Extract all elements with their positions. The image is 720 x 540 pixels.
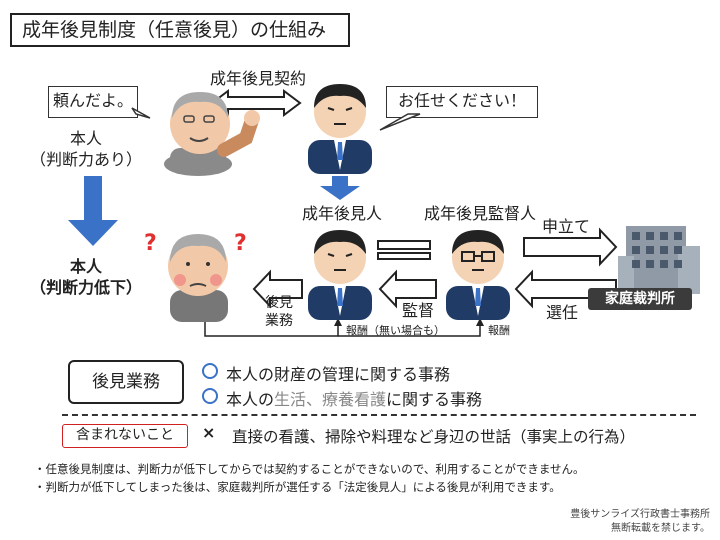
speech-guardian-text: お任せください！ <box>397 91 526 110</box>
principal-declined-line1: 本人 <box>69 257 102 276</box>
principal-declined-icon: ? ? <box>144 231 247 322</box>
duty-item-1: 本人の財産の管理に関する事務 <box>226 361 450 385</box>
court-building-icon <box>618 226 700 294</box>
duty-item-2: 本人の生活、療養看護に関する事務 <box>226 386 482 410</box>
work-label: 後見 業務 <box>254 294 304 330</box>
duty-circle-1 <box>202 363 218 379</box>
supervisor-label: 成年後見監督人 <box>423 204 536 223</box>
duties-box-label: 後見業務 <box>92 372 160 392</box>
fee-line-guardian <box>204 322 339 337</box>
court-sign-text: 家庭裁判所 <box>605 291 675 307</box>
excluded-item: 直接の看護、掃除や料理など身辺の世話（事実上の行為） <box>232 428 636 446</box>
credit: 豊後サンライズ行政書士事務所 無断転載を禁じます。 <box>570 508 710 536</box>
note-1: ・任意後見制度は、判断力が低下してからでは契約することができないので、利用するこ… <box>34 462 585 476</box>
duty-item-2-highlight: 生活、療養看護 <box>274 390 387 409</box>
contract-double-arrow <box>210 89 302 117</box>
petition-arrow <box>523 227 618 267</box>
section-divider <box>62 414 696 416</box>
duties-box: 後見業務 <box>68 360 184 404</box>
principal-elderly-icon <box>164 92 260 176</box>
duty-item-1-text: 本人の財産の管理に関する事務 <box>226 365 451 384</box>
principal-declined-label: 本人 （判断力低下） <box>28 256 144 298</box>
work-label-line2: 業務 <box>265 313 293 329</box>
principal-declined-line2: （判断力低下） <box>29 278 142 297</box>
speech-principal-text: 頼んだよ。 <box>52 91 133 110</box>
supervision-label: 監督 <box>401 301 434 320</box>
speech-bubble-principal: 頼んだよ。 <box>48 86 138 118</box>
credit-line-2: 無断転載を禁じます。 <box>611 523 710 534</box>
appoint-label: 選任 <box>545 303 578 322</box>
credit-line-1: 豊後サンライズ行政書士事務所 <box>570 509 710 520</box>
fee-arrow-head-supervisor <box>476 318 484 326</box>
excluded-box-label: 含まれないこと <box>76 427 174 443</box>
decline-arrow-icon <box>68 176 118 246</box>
petition-label: 申立て <box>541 217 590 236</box>
guardian-top-icon <box>308 84 372 174</box>
supervisor-icon <box>446 230 510 320</box>
guardian-label: 成年後見人 <box>301 204 382 223</box>
note-2: ・判断力が低下してしまった後は、家庭裁判所が選任する「法定後見人」による後見が利… <box>34 480 561 494</box>
fee-line-supervisor <box>338 324 481 337</box>
principal-label: 本人 （判断力あり） <box>28 128 144 170</box>
guardian-middle-icon <box>308 230 372 320</box>
fee-supervisor-label: 報酬 <box>488 324 510 337</box>
duty-circle-2 <box>202 388 218 404</box>
principal-label-line1: 本人 <box>69 129 102 148</box>
contract-label: 成年後見契約 <box>209 69 306 88</box>
guardian-arrow-icon <box>320 176 360 200</box>
fee-guardian-label: 報酬（無い場合も） <box>346 324 445 337</box>
link-bar-top <box>377 240 431 250</box>
excluded-cross-icon: × <box>202 423 216 442</box>
court-sign: 家庭裁判所 <box>588 288 692 310</box>
duty-item-2-post: に関する事務 <box>386 390 483 409</box>
bubble-tail-guardian <box>379 113 421 131</box>
supervision-arrow <box>378 269 437 309</box>
duty-item-2-pre: 本人の <box>226 390 275 409</box>
bubble-tail-principal <box>131 107 151 119</box>
work-label-line1: 後見 <box>265 295 293 311</box>
speech-bubble-guardian: お任せください！ <box>386 86 538 118</box>
question-mark-right: ? <box>234 231 247 256</box>
question-mark-left: ? <box>144 231 157 256</box>
excluded-box: 含まれないこと <box>62 424 188 448</box>
fee-arrow-head-guardian <box>334 318 342 326</box>
principal-label-line2: （判断力あり） <box>29 150 142 169</box>
link-bar-bottom <box>377 252 431 260</box>
work-arrow <box>252 269 303 309</box>
page-title: 成年後見制度（任意後見）の仕組み <box>10 13 350 47</box>
